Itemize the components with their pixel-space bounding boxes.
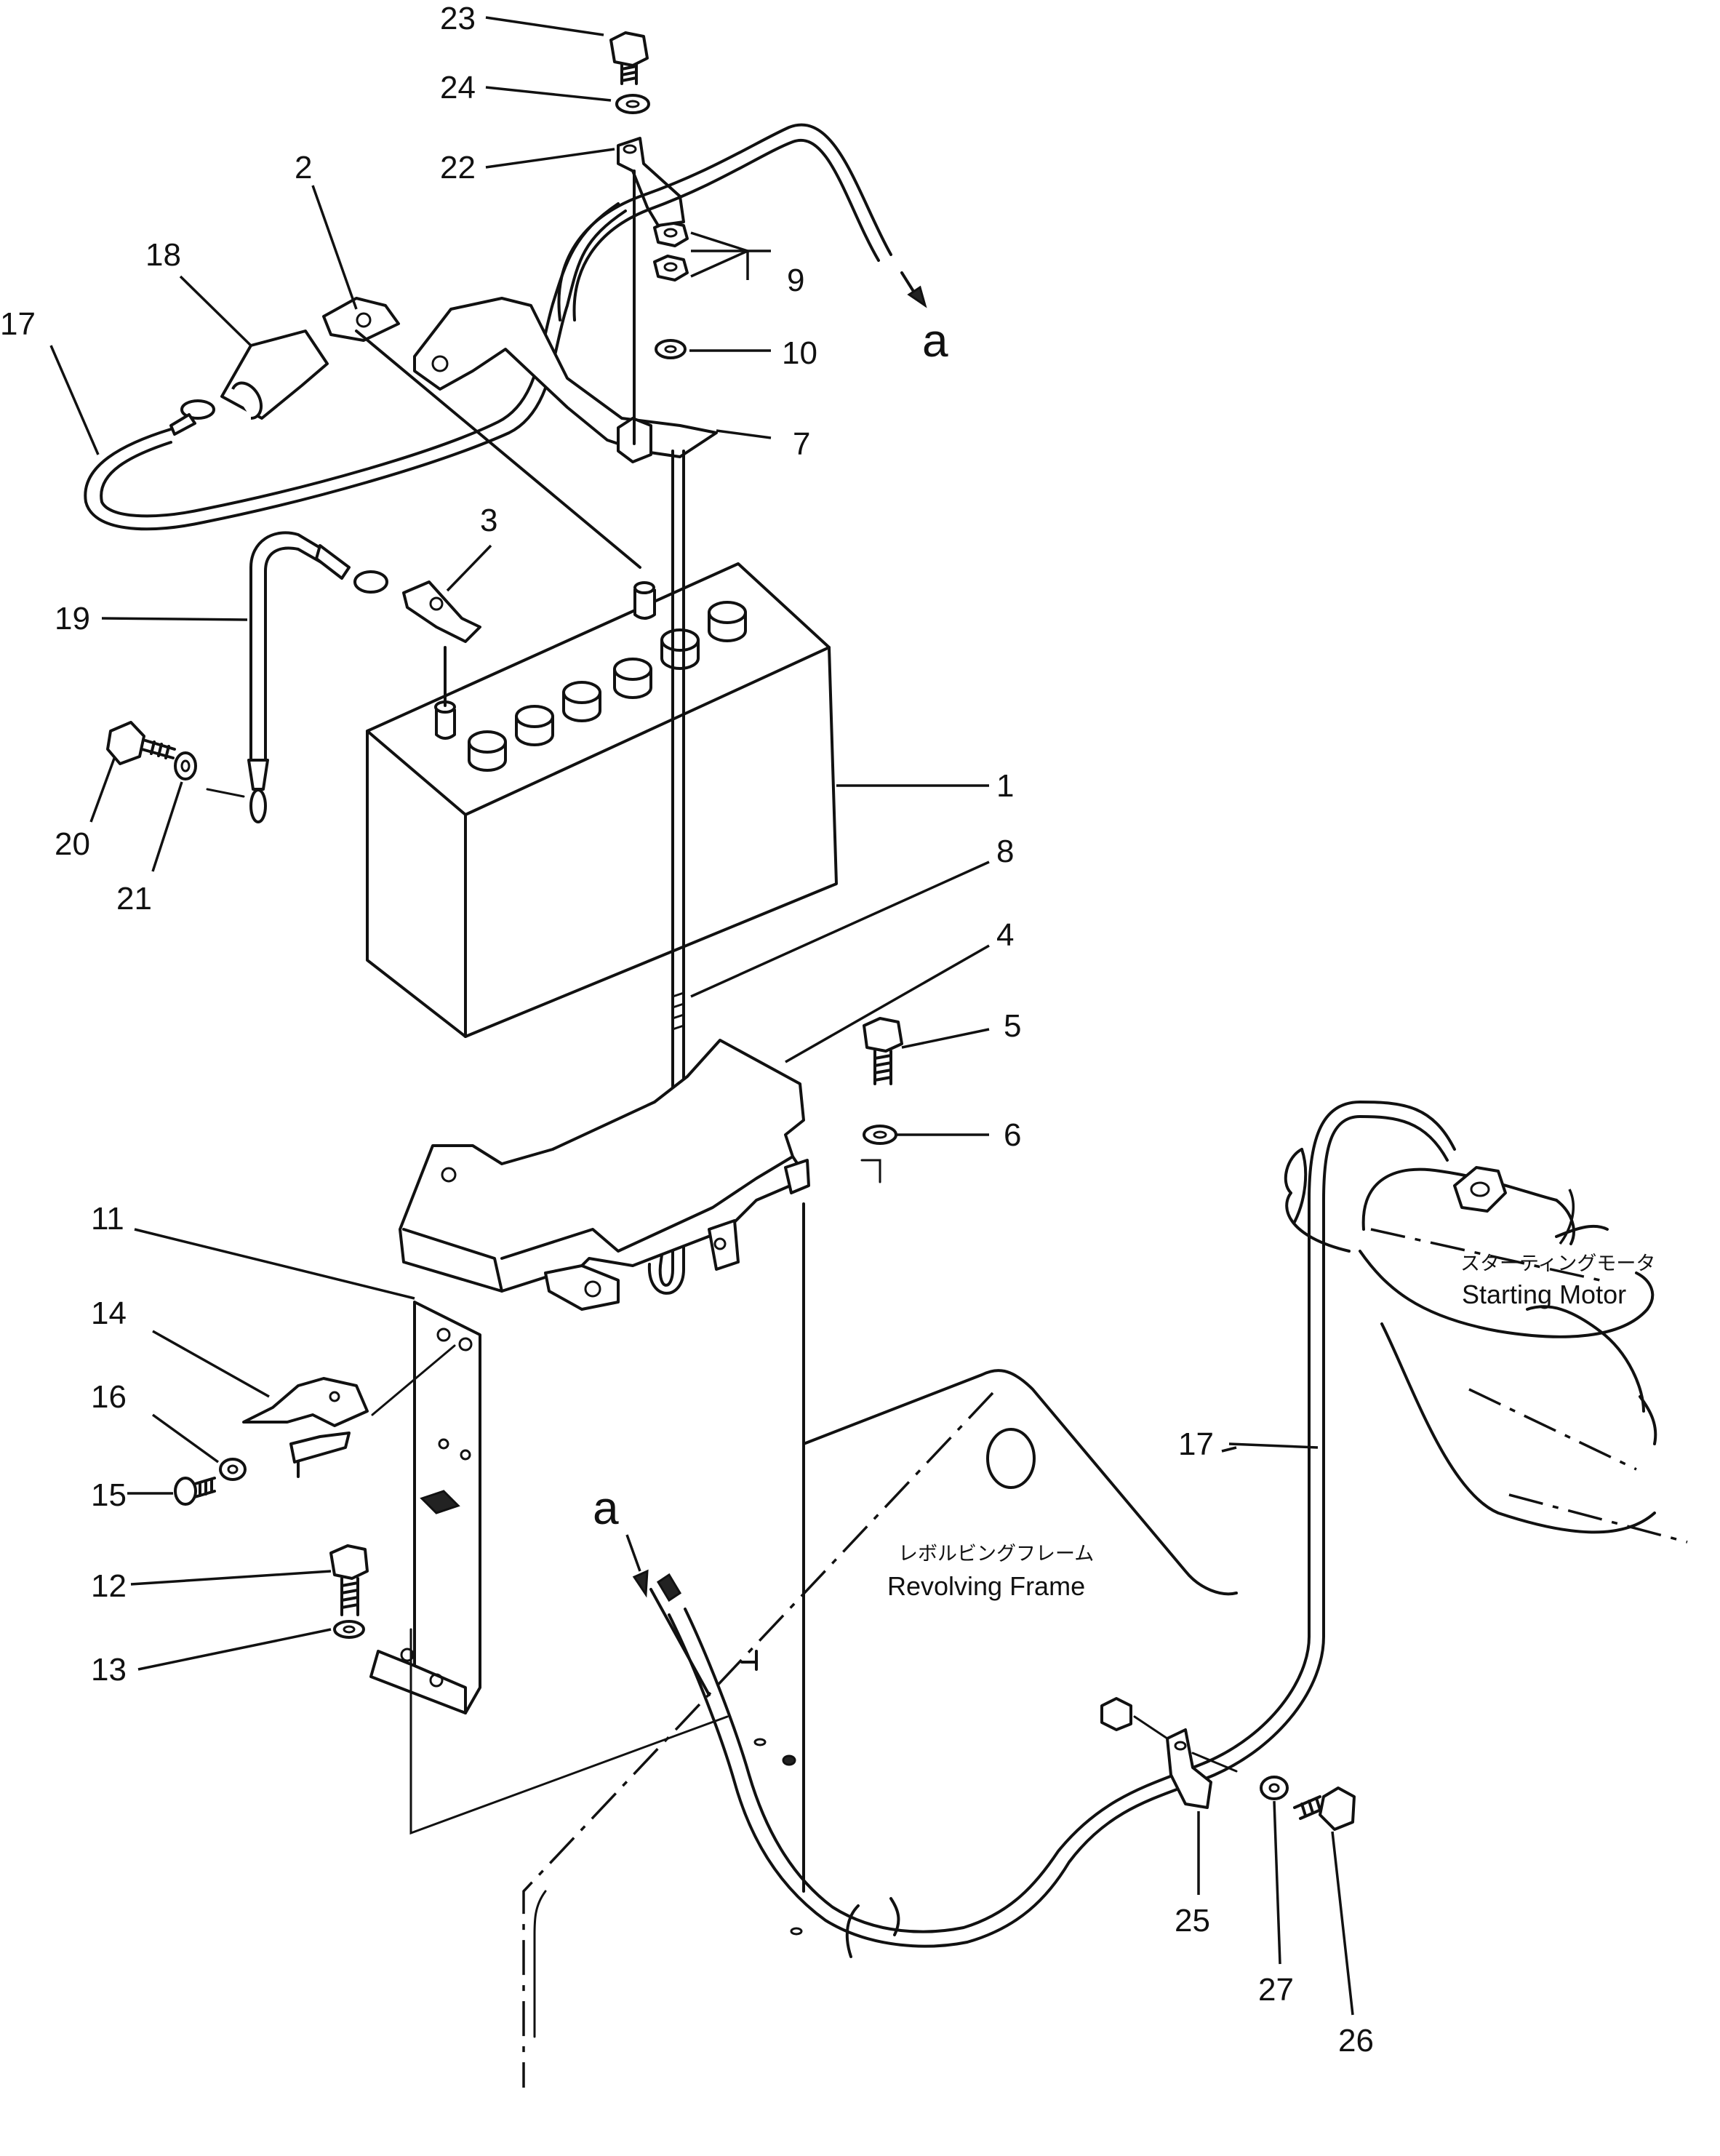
callout-11: 11 — [91, 1201, 124, 1237]
callout-20: 20 — [55, 826, 90, 862]
callout-9: 9 — [787, 263, 804, 298]
callout-6: 6 — [1004, 1117, 1021, 1153]
washer-10 — [655, 339, 687, 359]
callout-5: 5 — [1004, 1008, 1021, 1044]
nut-9 — [653, 220, 689, 282]
callout-1: 1 — [996, 768, 1014, 804]
callout-4: 4 — [996, 917, 1014, 953]
cable-19-ground — [247, 531, 388, 823]
washer-6 — [863, 1125, 897, 1145]
bolt-15 — [174, 1477, 216, 1506]
callout-16: 16 — [91, 1379, 127, 1415]
callout-2: 2 — [295, 150, 312, 185]
callout-10: 10 — [782, 335, 817, 371]
revolving-frame-label-jp: レボルビングフレーム — [898, 1543, 1094, 1565]
callout-13: 13 — [91, 1652, 127, 1688]
callout-27: 27 — [1258, 1972, 1294, 2008]
hold-down-bracket — [413, 297, 718, 463]
callout-18: 18 — [145, 237, 181, 273]
battery-cell-caps — [468, 601, 747, 772]
callout-26: 26 — [1338, 2023, 1374, 2059]
washer-27 — [1260, 1776, 1289, 1800]
callout-7: 7 — [793, 426, 810, 462]
callout-25: 25 — [1175, 1903, 1210, 1939]
bolt-26 — [1293, 1786, 1356, 1831]
clamp-25 — [1100, 1697, 1238, 1809]
marker-a-top: a — [922, 314, 948, 367]
starting-motor — [1284, 1148, 1688, 1544]
washer-16 — [219, 1458, 247, 1481]
battery — [366, 562, 838, 1038]
washer-21 — [174, 751, 245, 798]
callout-19: 19 — [55, 601, 90, 636]
callout-12: 12 — [91, 1568, 127, 1604]
mounting-bracket — [369, 1301, 729, 1835]
callout-21: 21 — [116, 881, 152, 917]
cable-a-upper — [557, 123, 927, 322]
callout-15: 15 — [91, 1477, 127, 1513]
callout-17-upper: 17 — [0, 306, 36, 342]
callout-24: 24 — [440, 70, 476, 105]
bolt-12 — [329, 1544, 369, 1616]
marker-a-bottom: a — [593, 1482, 619, 1534]
bolt-5 — [863, 1017, 903, 1085]
clamp-14 — [242, 1377, 369, 1478]
callout-22: 22 — [440, 150, 476, 185]
terminal-clamp-negative — [402, 580, 481, 707]
terminal-cover — [220, 330, 329, 420]
battery-tray — [399, 1039, 881, 1311]
cable-17-lower — [656, 1101, 1456, 1958]
terminal-clamp-positive — [322, 297, 641, 569]
callout-17-lower: 17 — [1178, 1426, 1214, 1462]
washer-24 — [615, 94, 650, 114]
bolt-23 — [609, 31, 649, 85]
starting-motor-label-jp: スターティングモータ — [1460, 1253, 1655, 1275]
callout-23: 23 — [440, 1, 476, 36]
starting-motor-label: スターティングモータ Starting Motor — [1460, 1253, 1655, 1309]
revolving-frame — [522, 1202, 1238, 2088]
callout-8: 8 — [996, 834, 1014, 869]
revolving-frame-label: レボルビングフレーム Revolving Frame — [887, 1543, 1094, 1601]
cable-a-lower — [632, 1569, 711, 1696]
washer-13 — [333, 1620, 365, 1639]
callout-3: 3 — [480, 503, 497, 538]
bolt-20 — [106, 721, 176, 765]
callout-14: 14 — [91, 1295, 127, 1331]
leader-lines — [49, 16, 1575, 2016]
callout-numbers: 23 24 22 2 18 17 9 10 7 3 19 1 20 21 8 4… — [0, 1, 1374, 2059]
cable-17-upper — [84, 202, 627, 531]
revolving-frame-label-en: Revolving Frame — [887, 1571, 1085, 1601]
starting-motor-label-en: Starting Motor — [1462, 1279, 1626, 1309]
